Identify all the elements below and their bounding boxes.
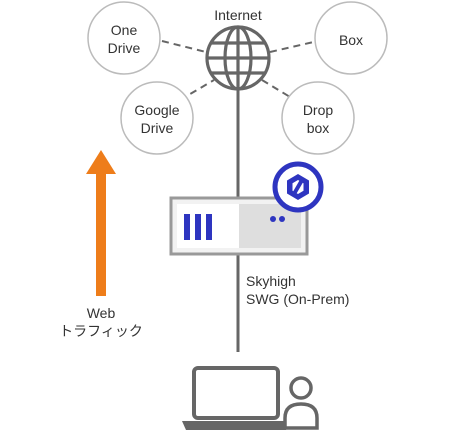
globe-icon [205, 25, 271, 91]
internet-label: Internet [214, 7, 262, 23]
appliance-name-label: Skyhigh SWG (On-Prem) [246, 272, 386, 308]
user-icon [283, 376, 319, 430]
service-label-line2: Drive [107, 40, 141, 56]
service-label-onedrive: One Drive [84, 21, 164, 57]
web-traffic-line1: Web [86, 305, 116, 321]
service-label-googledrive: Google Drive [117, 101, 197, 137]
service-label-line1: Box [338, 32, 364, 48]
appliance-bars-icon [184, 214, 212, 240]
link-box [269, 40, 319, 53]
link-onedrive [161, 40, 207, 53]
service-label-line2: box [306, 120, 330, 136]
service-circle-googledrive [120, 81, 194, 155]
service-circle-onedrive [87, 1, 161, 75]
appliance-leds-icon [270, 216, 285, 222]
service-label-dropbox: Drop box [278, 101, 358, 137]
laptop-icon [182, 366, 290, 430]
appliance-name-line2: SWG (On-Prem) [246, 291, 350, 307]
service-label-box: Box [311, 31, 391, 49]
hexagon-logo-icon [272, 161, 324, 213]
service-label-line1: Drop [302, 102, 334, 118]
appliance-name-line1: Skyhigh [246, 273, 296, 289]
service-label-line1: One [110, 22, 138, 38]
web-traffic-line2: トラフィック [59, 323, 143, 339]
web-traffic-arrow-icon [86, 150, 116, 296]
web-traffic-label: Web トラフィック [56, 304, 146, 340]
service-circle-dropbox [281, 81, 355, 155]
service-label-line2: Drive [140, 120, 174, 136]
link-dropbox [261, 79, 296, 101]
service-circle-box [314, 1, 388, 75]
service-label-line1: Google [134, 102, 180, 118]
